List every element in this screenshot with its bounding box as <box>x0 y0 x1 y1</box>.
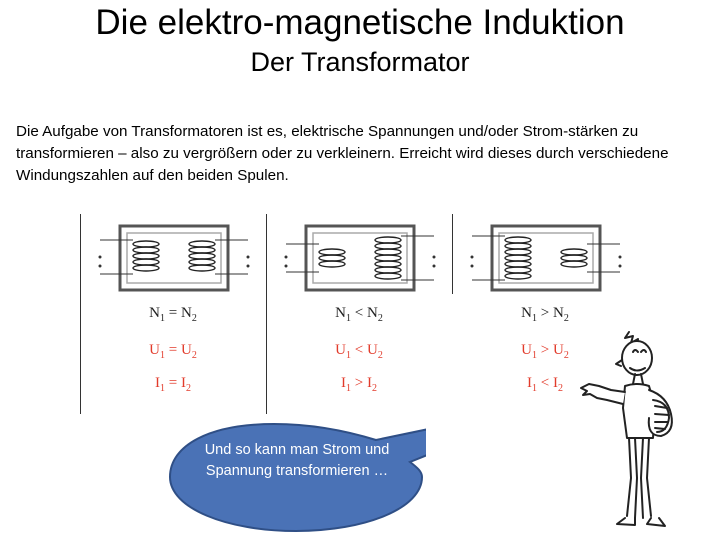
transformer-diagram-step-up <box>284 224 436 292</box>
current-ratio-label: I1 > I2 <box>341 375 377 394</box>
slide-title: Die elektro-magnetische Induktion <box>95 3 625 42</box>
voltage-ratio-label: U1 > U2 <box>521 342 569 361</box>
transformer-diagram-step-down <box>470 224 622 292</box>
voltage-ratio-label: U1 < U2 <box>335 342 383 361</box>
current-ratio-label: I1 < I2 <box>527 375 563 394</box>
secondary-coil <box>374 236 402 280</box>
speech-bubble <box>168 422 426 533</box>
transformer-diagram-equal <box>98 224 250 292</box>
current-ratio-label: I1 = I2 <box>155 375 191 394</box>
voltage-ratio-label: U1 = U2 <box>149 342 197 361</box>
description-paragraph: Die Aufgabe von Transformatoren ist es, … <box>16 123 669 184</box>
cartoon-figure <box>580 331 673 527</box>
slide-subtitle: Der Transformator <box>250 47 470 77</box>
primary-coil <box>132 240 160 272</box>
figure-column-divider <box>266 214 267 414</box>
primary-coil <box>504 236 532 280</box>
winding-ratio-label: N1 = N2 <box>149 305 197 324</box>
transformer-column-step-down: N1 > N2 U1 > U2 I1 < I2 <box>452 214 638 414</box>
winding-ratio-label: N1 > N2 <box>521 305 569 324</box>
figure-column-divider <box>452 214 453 294</box>
transformer-column-equal: N1 = N2 U1 = U2 I1 = I2 <box>80 214 266 414</box>
secondary-coil <box>560 248 588 268</box>
winding-ratio-label: N1 < N2 <box>335 305 383 324</box>
speech-bubble-text: Und so kann man Strom und Spannung trans… <box>204 442 390 479</box>
figure-left-border <box>80 214 81 414</box>
secondary-coil <box>188 240 216 272</box>
transformer-figure: N1 = N2 U1 = U2 I1 = I2 N1 < N2 U1 < U2 … <box>80 214 638 414</box>
transformer-column-step-up: N1 < N2 U1 < U2 I1 > I2 <box>266 214 452 414</box>
primary-coil <box>318 248 346 268</box>
